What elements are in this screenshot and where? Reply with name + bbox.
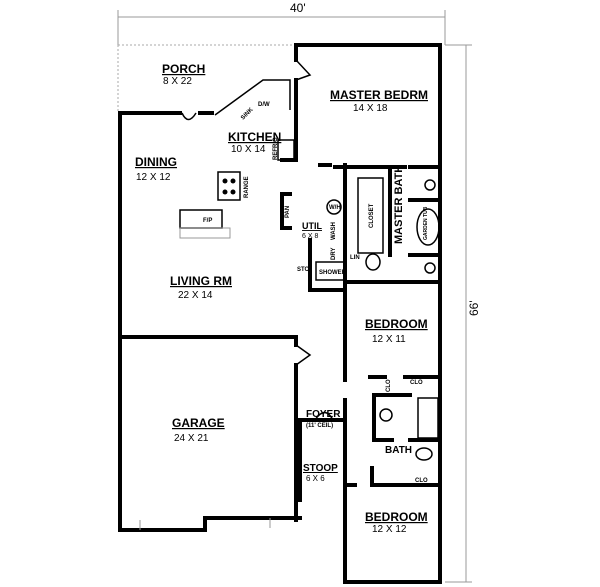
dishwasher-label: D/W	[258, 102, 270, 108]
depth-label: 66'	[467, 300, 481, 316]
garage-door	[139, 518, 271, 530]
closet-shelf	[357, 177, 384, 254]
bedroom-1-label: BEDROOM	[365, 317, 428, 331]
dining-label: DINING	[135, 155, 177, 169]
closet-label: CLO	[415, 478, 428, 484]
stoop-size: 6 X 6	[306, 474, 325, 483]
linen-label: LIN	[350, 255, 360, 261]
toilet	[365, 253, 381, 271]
depth-dimension: 66'	[445, 44, 481, 583]
bathtub	[417, 397, 439, 439]
width-label: 40'	[290, 1, 306, 15]
foyer-label: FOYER	[306, 409, 341, 420]
garden-tub	[416, 208, 440, 246]
garage-label: GARAGE	[172, 416, 225, 430]
foyer-ceiling: (11' CEIL)	[306, 423, 333, 429]
bath-label: BATH	[385, 445, 412, 456]
bedroom-2-label: BEDROOM	[365, 510, 428, 524]
washer-label: WASH	[331, 222, 337, 240]
range	[217, 171, 241, 201]
bath-sink	[379, 408, 393, 422]
fireplace-label: F/P	[203, 218, 212, 224]
living-room-size: 22 X 14	[178, 290, 213, 301]
water-heater-label: W/H	[329, 205, 341, 211]
bedroom-1-size: 12 X 11	[372, 334, 406, 345]
hearth	[179, 227, 231, 239]
vanity-sink	[424, 179, 436, 191]
master-bedroom-size: 14 X 18	[353, 103, 388, 114]
fireplace	[179, 209, 223, 229]
stoop-label: STOOP	[303, 463, 338, 474]
water-heater	[326, 199, 342, 215]
closet-label: CLO	[386, 379, 392, 392]
range-label: RANGE	[244, 176, 250, 198]
master-bedroom-label: MASTER BEDRM	[330, 88, 428, 102]
doors	[181, 59, 334, 421]
closet-label: CLO	[410, 380, 423, 386]
walls	[118, 43, 442, 584]
pantry-label: PAN	[285, 206, 291, 218]
vanity-sink	[424, 262, 436, 274]
kitchen-size: 10 X 14	[231, 144, 266, 155]
porch-label: PORCH	[162, 62, 205, 76]
dryer-label: DRY	[331, 248, 337, 260]
dining-size: 12 X 12	[136, 172, 171, 183]
garage-size: 24 X 21	[174, 433, 209, 444]
bedroom-2-size: 12 X 12	[372, 524, 407, 535]
porch-outline	[117, 44, 295, 112]
refrigerator-label: REFRIG	[273, 137, 279, 160]
garden-tub-label: GARDEN TUB	[423, 206, 429, 240]
closet-label: CLOSET	[369, 203, 375, 228]
storage-label: STO	[297, 267, 310, 273]
living-room-label: LIVING RM	[170, 274, 232, 288]
util-label: UTIL	[302, 221, 322, 231]
width-dimension: 40'	[117, 1, 446, 45]
bath-toilet	[415, 447, 433, 461]
master-bath-label: MASTER BATH	[393, 165, 405, 244]
sink-label: SINK	[240, 107, 255, 122]
porch-size: 8 X 22	[163, 76, 192, 87]
refrigerator	[277, 139, 295, 161]
util-size: 6 X 8	[302, 233, 318, 240]
shower	[315, 261, 347, 281]
kitchen-label: KITCHEN	[228, 130, 281, 144]
shower-label: SHOWER	[319, 270, 347, 276]
